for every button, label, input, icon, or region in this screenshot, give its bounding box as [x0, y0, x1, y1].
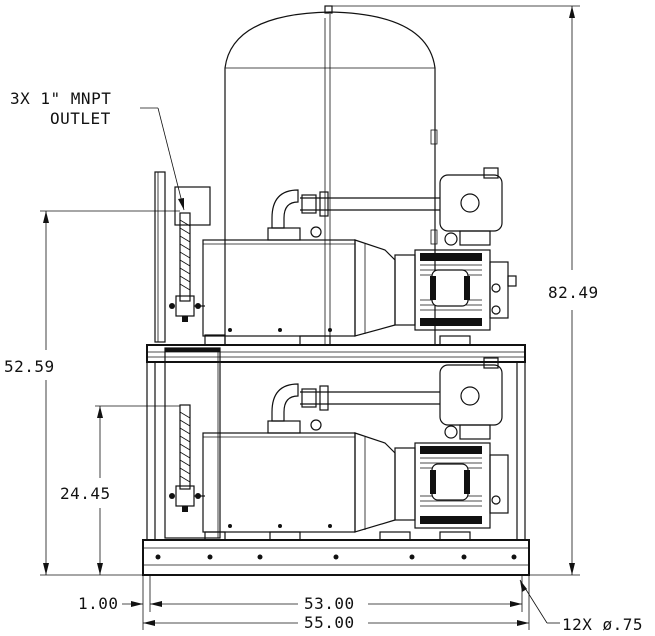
- frame: [142, 334, 530, 576]
- dimension-upper-outlet-height: [40, 210, 180, 576]
- dimension-overall-height: [332, 5, 580, 576]
- upper-outlet-height-label: 52.59: [4, 357, 55, 376]
- receiver-tank: [224, 5, 438, 346]
- overall-height-label: 82.49: [548, 283, 599, 302]
- dimension-widths: [122, 575, 530, 630]
- upper-pump-module: [169, 167, 517, 337]
- offset-dimension-label: 1.00: [78, 594, 119, 613]
- control-panel: [154, 171, 221, 539]
- inner-width-label: 53.00: [304, 594, 355, 613]
- outlet-leader: [140, 107, 185, 211]
- holes-callout-label: 12X ø.75: [562, 615, 643, 634]
- lower-pump-module: [169, 357, 509, 533]
- holes-leader: [519, 579, 560, 624]
- dimension-lower-outlet-height: [95, 405, 180, 575]
- lower-outlet-height-label: 24.45: [60, 484, 111, 503]
- outlet-callout-line1: 3X 1" MNPT: [10, 89, 111, 108]
- overall-width-label: 55.00: [304, 613, 355, 632]
- outlet-callout-line2: OUTLET: [50, 109, 111, 128]
